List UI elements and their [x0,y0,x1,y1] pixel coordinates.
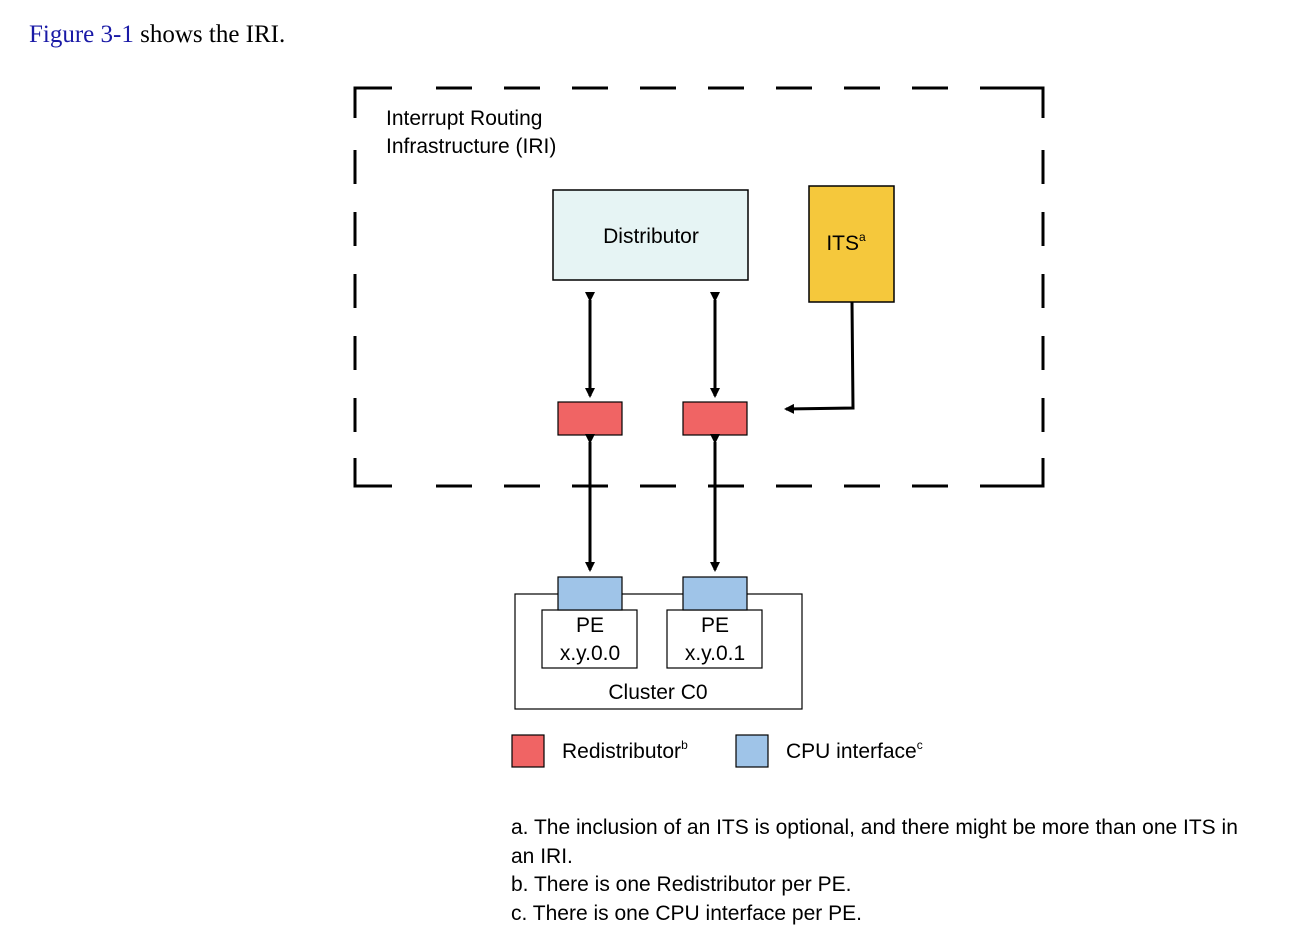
its-box [808,185,895,303]
footnote-a: a. The inclusion of an ITS is optional, … [511,816,1238,868]
intro-rest: shows the IRI. [133,21,286,48]
legend-cpu-interface-label: CPU interfacec [786,738,923,763]
legend-cpu-interface-swatch [735,734,769,768]
intro-text: Figure 3-1 shows the IRI. [29,21,285,49]
legend-redistributor-label: Redistributorb [562,738,688,763]
its-label: ITSa [826,230,866,255]
iri-boundary [353,86,1045,488]
legend-redistributor-swatch [511,734,545,768]
cpu-interface-box-1 [682,576,748,611]
redistributor-box-1 [682,401,748,436]
legend-redistributor-superscript: b [681,738,688,752]
distributor-box [552,189,749,281]
its-superscript: a [859,230,866,244]
footnote-c: c. There is one CPU interface per PE. [511,901,862,925]
iri-label-line1: Interrupt Routing [386,107,542,130]
figure-link[interactable]: Figure 3-1 [29,21,134,48]
footnote-b: b. There is one Redistributor per PE. [511,873,852,896]
pe1-label-line1: PE [701,614,729,637]
legend-cpu-interface-superscript: c [917,738,923,752]
iri-diagram: Interrupt Routing Infrastructure (IRI) D… [353,86,1045,768]
pe-box-0 [541,609,638,669]
footnotes: a. The inclusion of an ITS is optional, … [511,814,1241,928]
pe0-label-line2: x.y.0.0 [560,642,620,665]
pe1-label-line2: x.y.0.1 [685,642,745,665]
pe0-label-line1: PE [576,614,604,637]
its-arrow [784,301,855,414]
iri-label-line2: Infrastructure (IRI) [386,135,556,158]
distributor-label: Distributor [603,225,699,248]
pe-box-1 [666,609,763,669]
cpu-interface-box-0 [557,576,623,611]
cluster-label: Cluster C0 [608,681,707,704]
redistributor-box-0 [557,401,623,436]
